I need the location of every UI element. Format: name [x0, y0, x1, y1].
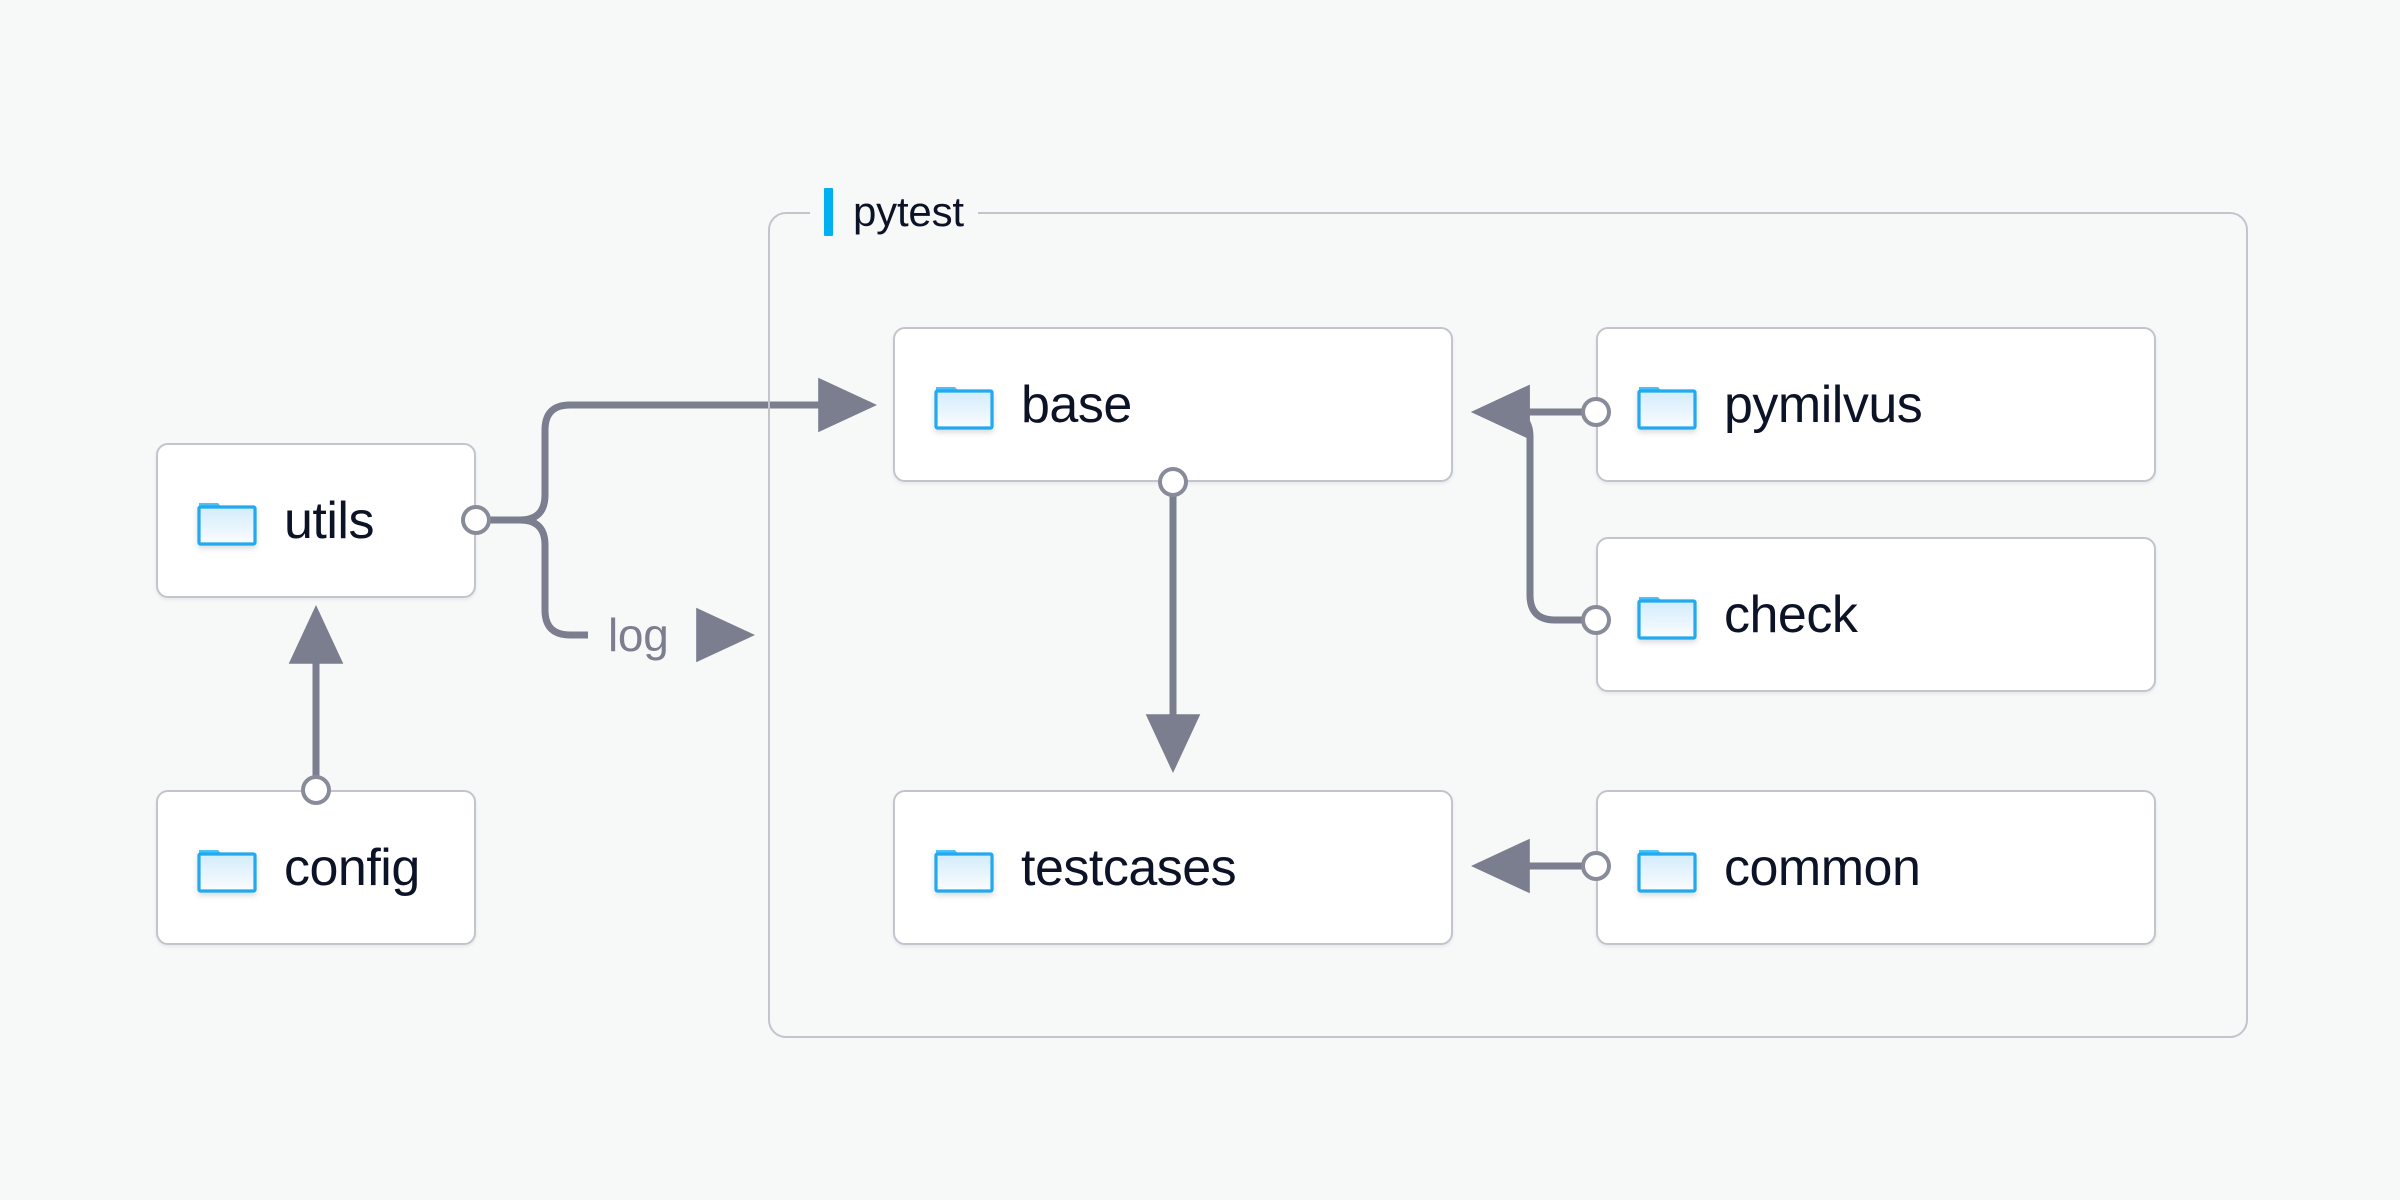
- folder-icon: [1636, 378, 1698, 432]
- folder-icon: [933, 378, 995, 432]
- node-base[interactable]: base: [893, 327, 1453, 482]
- pytest-group-container[interactable]: [768, 212, 2248, 1038]
- node-common[interactable]: common: [1596, 790, 2156, 945]
- folder-icon: [196, 494, 258, 548]
- port-base-bottom[interactable]: [1158, 467, 1188, 497]
- folder-icon: [933, 841, 995, 895]
- folder-icon: [196, 841, 258, 895]
- node-check[interactable]: check: [1596, 537, 2156, 692]
- node-label: testcases: [1021, 838, 1237, 897]
- port-check-left[interactable]: [1581, 605, 1611, 635]
- port-utils-right[interactable]: [461, 505, 491, 535]
- edge-utils-log-stub: [476, 516, 588, 639]
- node-label: check: [1724, 585, 1858, 644]
- port-common-left[interactable]: [1581, 851, 1611, 881]
- port-config-top[interactable]: [301, 775, 331, 805]
- node-label: config: [284, 838, 420, 897]
- node-label: base: [1021, 375, 1132, 434]
- node-config[interactable]: config: [156, 790, 476, 945]
- port-pymilvus-left[interactable]: [1581, 397, 1611, 427]
- folder-icon: [1636, 588, 1698, 642]
- node-label: utils: [284, 491, 374, 550]
- node-utils[interactable]: utils: [156, 443, 476, 598]
- accent-bar-icon: [824, 188, 833, 236]
- edge-label-log: log: [600, 612, 677, 658]
- node-label: common: [1724, 838, 1921, 897]
- pytest-group-label-text: pytest: [853, 188, 964, 235]
- node-pymilvus[interactable]: pymilvus: [1596, 327, 2156, 482]
- node-label: pymilvus: [1724, 375, 1923, 434]
- node-testcases[interactable]: testcases: [893, 790, 1453, 945]
- folder-icon: [1636, 841, 1698, 895]
- pytest-group-label[interactable]: pytest: [810, 184, 978, 240]
